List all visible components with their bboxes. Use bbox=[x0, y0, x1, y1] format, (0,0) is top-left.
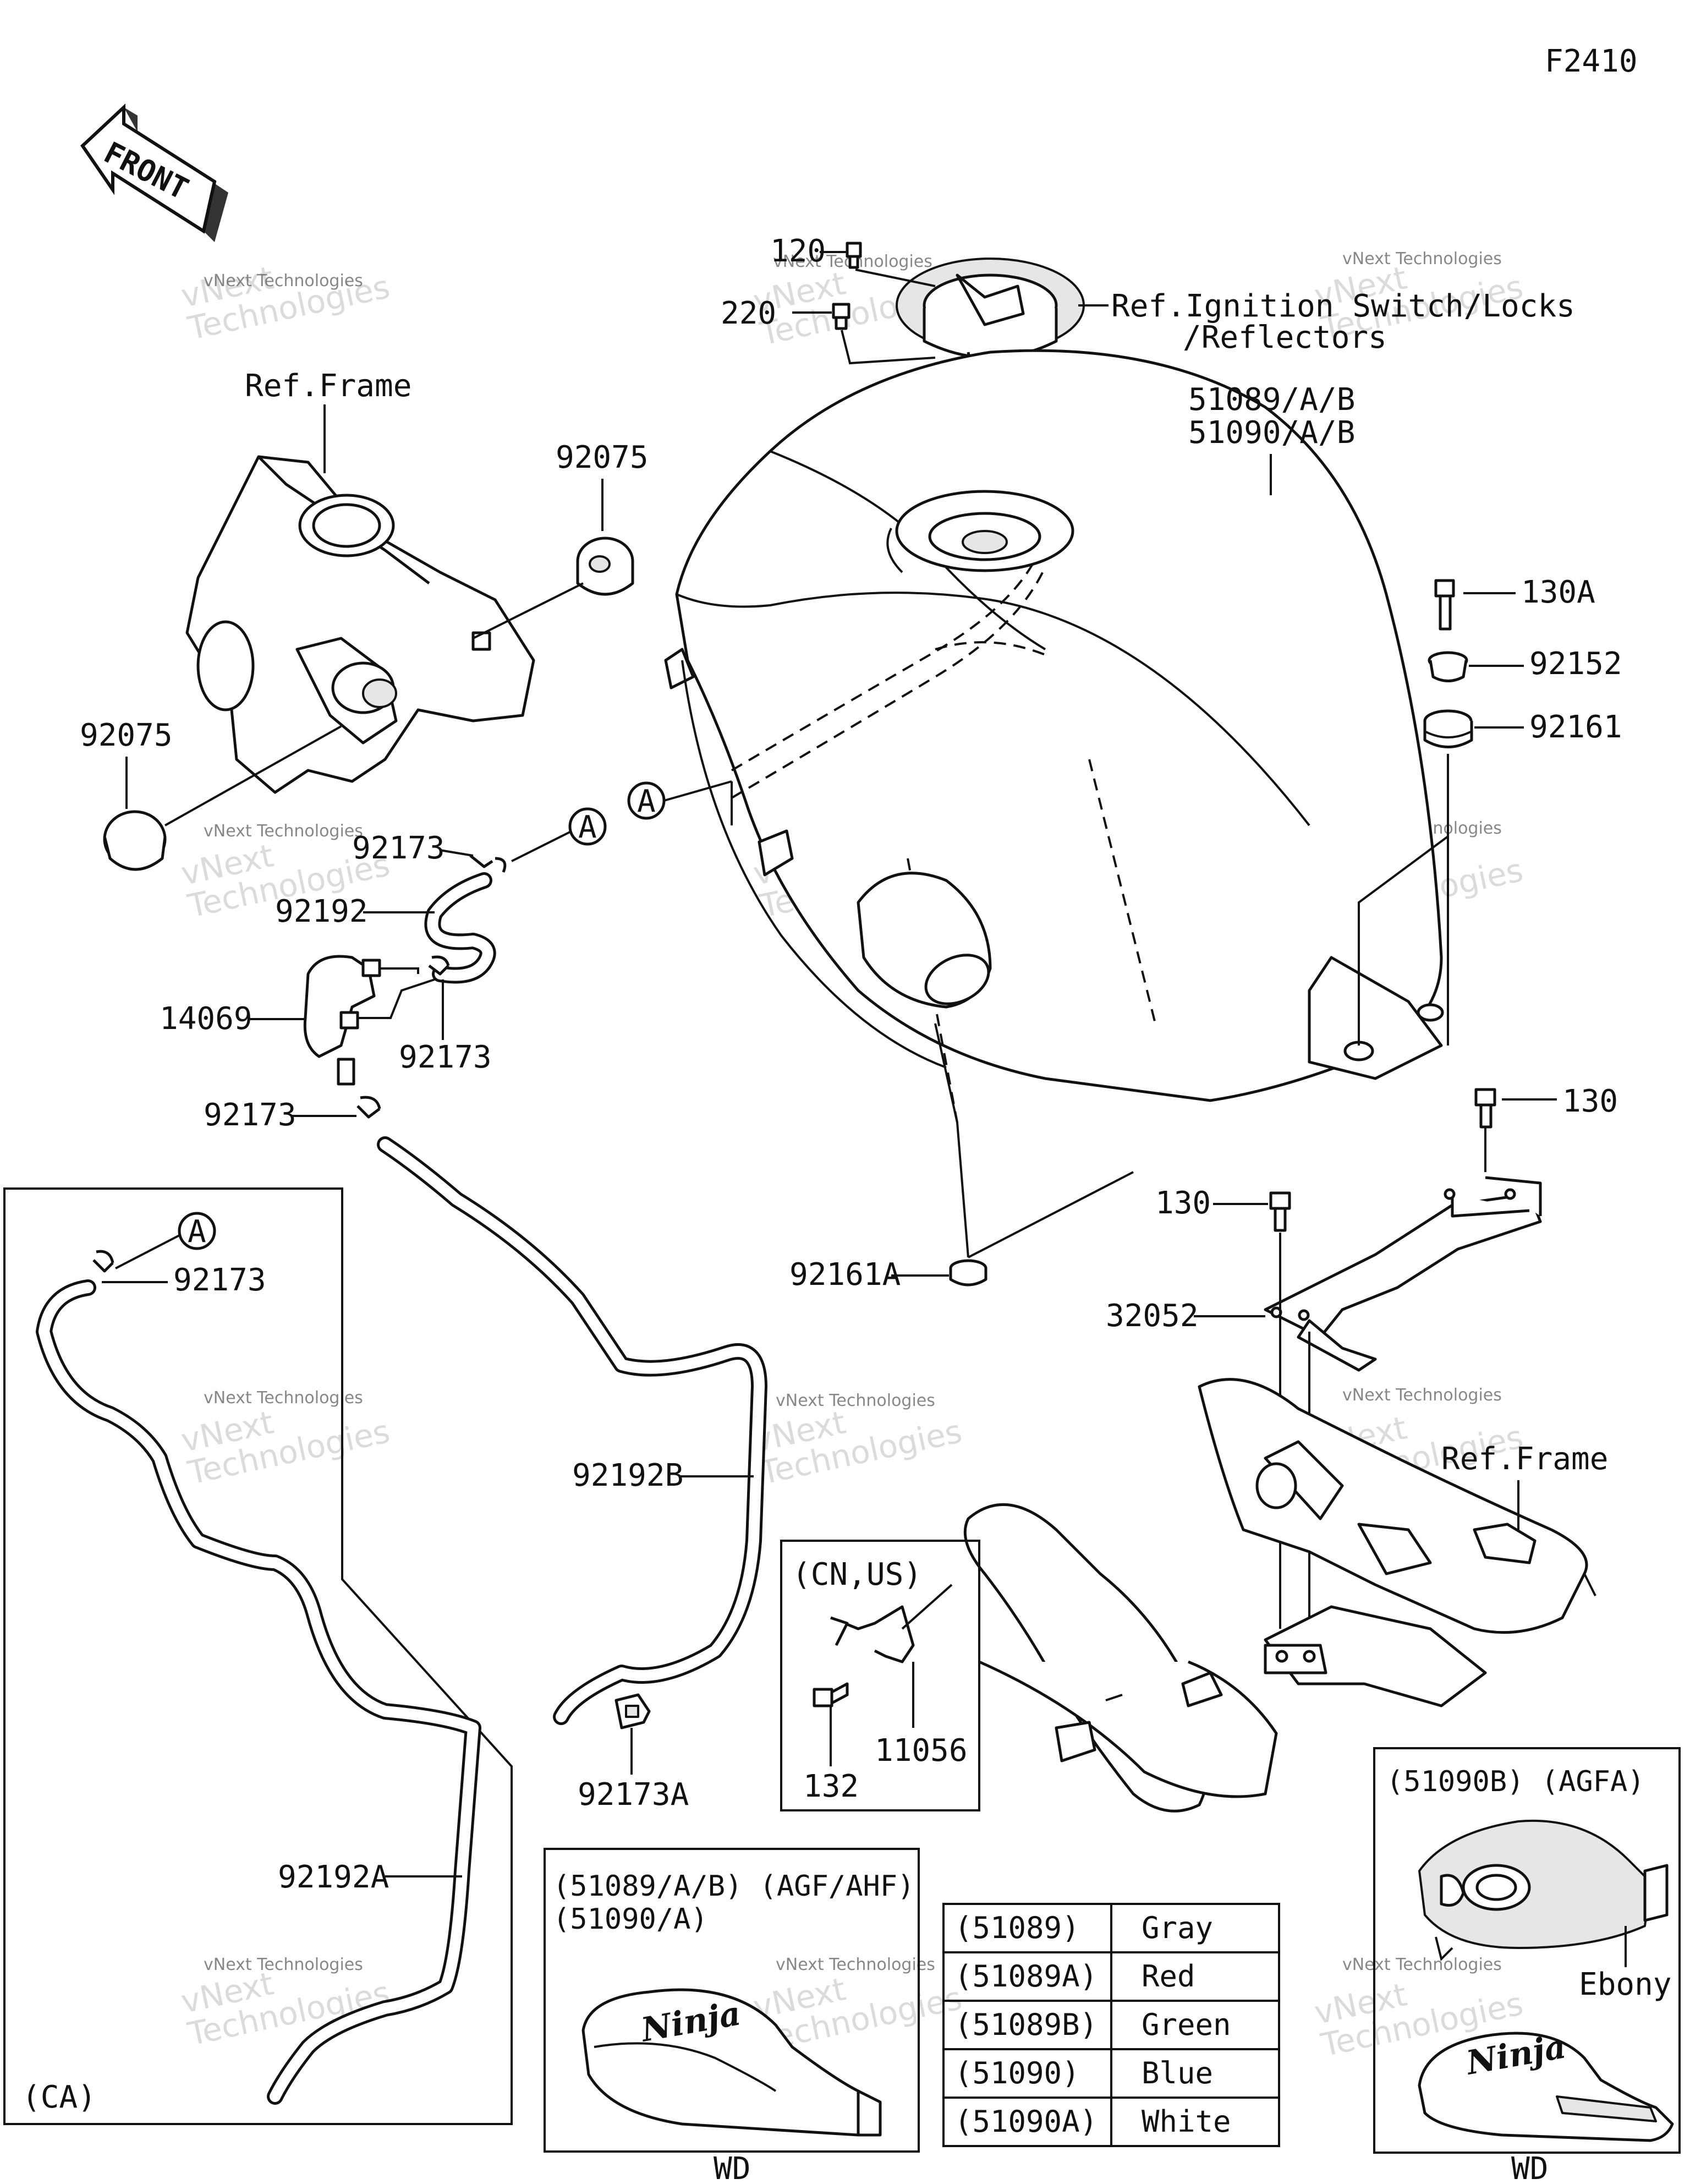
fuel-tank bbox=[664, 349, 1444, 1123]
callout-11056: 11056 bbox=[875, 1733, 968, 1769]
clamp-92173-a bbox=[469, 855, 507, 873]
callout-92173A: 92173A bbox=[578, 1777, 689, 1813]
ref-frame-top: Ref.Frame bbox=[245, 368, 411, 404]
reference-a-circle bbox=[568, 807, 607, 846]
callout-ebony: Ebony bbox=[1579, 1967, 1672, 2002]
callout-92152: 92152 bbox=[1529, 646, 1622, 682]
callout-92192A: 92192A bbox=[278, 1859, 389, 1895]
watermark-text: vNext Technologies bbox=[776, 1391, 935, 1410]
inset-wd-left-line1: (51089/A/B) (AGF/AHF) bbox=[553, 1870, 914, 1903]
callout-92173-c: 92173 bbox=[204, 1097, 297, 1133]
circle-a-label: A bbox=[578, 809, 597, 845]
inset-wd-left-line2: (51090/A) bbox=[553, 1903, 708, 1936]
front-arrow-icon: FRONT bbox=[80, 103, 228, 242]
callout-92075-top: 92075 bbox=[556, 440, 649, 475]
color-code-cell: (51089) bbox=[954, 1911, 1080, 1945]
frame-head bbox=[185, 455, 535, 794]
ref-ignition-line1: Ref.Ignition Switch/Locks bbox=[1111, 288, 1575, 324]
color-name-cell: Blue bbox=[1142, 2056, 1213, 2090]
color-code-cell: (51089B) bbox=[954, 2007, 1098, 2042]
callout-51090: 51090/A/B bbox=[1188, 415, 1355, 451]
inset-ca: A 92173 92192A (CA) bbox=[3, 1187, 513, 2125]
tank-thumbnail-left: Ninja bbox=[581, 1988, 882, 2137]
rubber-cushion-92075-top bbox=[576, 537, 634, 596]
callout-92173-a: 92173 bbox=[352, 830, 445, 866]
inset-wd-left: (51089/A/B) (AGF/AHF) (51090/A) Ninja WD bbox=[544, 1848, 920, 2184]
color-code-cell: (51089A) bbox=[954, 1959, 1098, 1994]
color-code-cell: (51090A) bbox=[954, 2104, 1098, 2139]
callout-130-mid: 130 bbox=[1155, 1185, 1211, 1221]
bracket-11056 bbox=[830, 1605, 915, 1663]
callout-92161A: 92161A bbox=[789, 1257, 901, 1293]
tank-thumbnail-right: Ninja bbox=[1418, 2027, 1674, 2142]
inset-wd-right-footer: WD bbox=[1511, 2151, 1548, 2184]
callout-92173-b: 92173 bbox=[399, 1039, 492, 1075]
inset-wd-right-line1: (51090B) (AGFA) bbox=[1386, 1765, 1645, 1798]
inset-cnus-label: (CN,US) bbox=[792, 1557, 922, 1592]
bolt-220 bbox=[832, 303, 851, 330]
callout-92075-left: 92075 bbox=[80, 718, 173, 753]
color-name-cell: Green bbox=[1142, 2007, 1231, 2042]
watermark-text: vNext Technologies bbox=[1342, 249, 1502, 269]
callout-120: 120 bbox=[770, 233, 826, 269]
callout-92192: 92192 bbox=[275, 894, 368, 929]
collar-92152 bbox=[1428, 651, 1468, 682]
ref-frame-right: Ref.Frame bbox=[1441, 1441, 1608, 1477]
bolt-130-right bbox=[1474, 1088, 1496, 1129]
callout-14069: 14069 bbox=[160, 1001, 253, 1037]
color-table: (51089) Gray (51089A) Red (51089B) Green… bbox=[942, 1903, 1280, 2147]
circle-a-label: A bbox=[637, 784, 656, 819]
color-code-cell: (51090) bbox=[954, 2056, 1080, 2090]
bolt-120 bbox=[846, 242, 862, 269]
tank-thumbnail-top-view bbox=[1418, 1819, 1669, 1961]
inset-cnus: (CN,US) 11056 132 bbox=[780, 1540, 980, 1811]
clamp-92173-c bbox=[356, 1096, 381, 1119]
callout-32052: 32052 bbox=[1106, 1298, 1199, 1334]
watermark-text: vNext Technologies bbox=[1342, 1955, 1502, 1974]
callout-51089: 51089/A/B bbox=[1188, 382, 1355, 418]
watermark-text: vNext Technologies bbox=[1342, 1386, 1502, 1405]
watermark-text: vNext Technologies bbox=[776, 1955, 935, 1974]
frame-main bbox=[963, 1378, 1596, 1813]
rubber-cushion-92075-left bbox=[103, 810, 167, 871]
clamp-92173-ca bbox=[92, 1250, 114, 1273]
callout-220: 220 bbox=[721, 295, 776, 331]
color-name-cell: Gray bbox=[1142, 1911, 1213, 1945]
color-name-cell: Red bbox=[1142, 1959, 1195, 1994]
bolt-132 bbox=[813, 1682, 849, 1707]
fitting-14069 bbox=[303, 955, 435, 1086]
watermark-text: vNext Technologies bbox=[204, 1388, 363, 1408]
inset-ca-label: (CA) bbox=[22, 2079, 96, 2115]
callout-130-right: 130 bbox=[1562, 1083, 1618, 1119]
bracket-32052 bbox=[1264, 1176, 1542, 1372]
inset-wd-right: (51090B) (AGFA) Ebony Ninja WD bbox=[1373, 1747, 1681, 2184]
clip-92173A bbox=[614, 1693, 651, 1729]
bolt-130A bbox=[1434, 579, 1455, 631]
reference-a-circle bbox=[178, 1212, 216, 1250]
inset-wd-left-footer: WD bbox=[714, 2151, 750, 2184]
ref-ignition-line2: /Reflectors bbox=[1183, 320, 1387, 355]
page-code: F2410 bbox=[1545, 43, 1638, 79]
callout-92161: 92161 bbox=[1529, 709, 1622, 745]
circle-a-label: A bbox=[188, 1214, 206, 1250]
callout-132: 132 bbox=[803, 1769, 859, 1804]
damper-92161 bbox=[1423, 709, 1473, 748]
bolt-130-mid bbox=[1269, 1191, 1291, 1232]
watermark-text: vNext Technologies bbox=[204, 271, 363, 291]
watermark-text: vNext Technologies bbox=[204, 822, 363, 841]
callout-130A: 130A bbox=[1521, 574, 1595, 610]
clamp-92173-b bbox=[428, 955, 450, 976]
color-name-cell: White bbox=[1142, 2104, 1231, 2139]
callout-92192B: 92192B bbox=[572, 1458, 683, 1493]
watermark-text: vNext Technologies bbox=[204, 1955, 363, 1974]
hose-92192 bbox=[424, 872, 496, 984]
hose-92192B bbox=[377, 1136, 767, 1725]
callout-92173-ca: 92173 bbox=[173, 1262, 266, 1298]
damper-92161A bbox=[949, 1259, 987, 1287]
